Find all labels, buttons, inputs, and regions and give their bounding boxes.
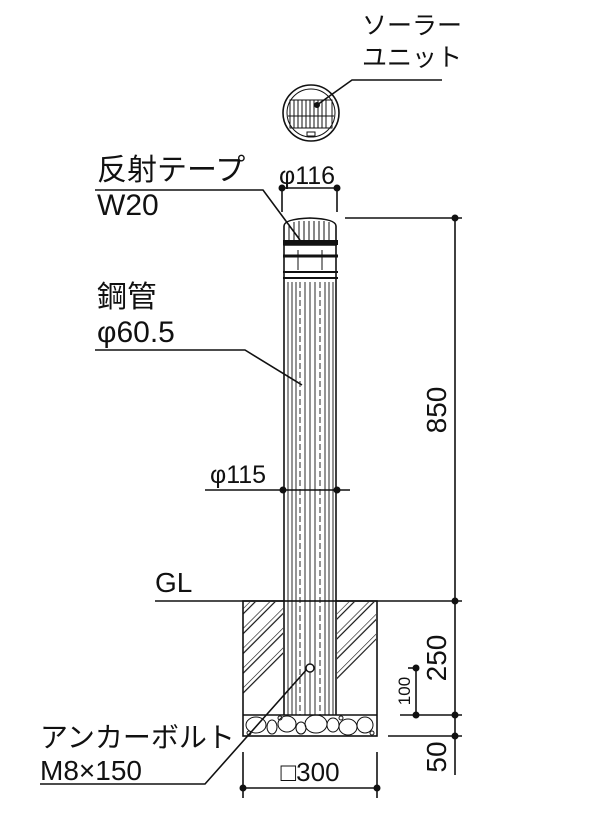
bollard-post <box>283 217 338 715</box>
depth-250-label: 250 <box>421 635 452 682</box>
steel-pipe-leader <box>95 349 303 386</box>
height-dimensions <box>345 214 462 775</box>
anchor-bolt-label-2: M8×150 <box>40 755 142 786</box>
gravel-bed <box>245 714 375 736</box>
anchor-bolt-marker <box>305 663 315 673</box>
reflective-tape-label-2: W20 <box>97 189 159 222</box>
reflective-tape-label-1: 反射テープ <box>97 154 245 187</box>
height-850-label: 850 <box>421 387 452 434</box>
solar-unit-icon <box>282 84 340 142</box>
anchor-bolt-label-1: アンカーボルト <box>40 722 235 753</box>
width-dimension <box>239 752 381 798</box>
cap-diameter-dimension <box>278 184 341 212</box>
anchor-bolt-leader <box>40 667 309 785</box>
body-diameter-dimension <box>205 486 350 494</box>
steel-pipe-label-2: φ60.5 <box>97 316 175 349</box>
depth-50-label: 50 <box>421 741 452 772</box>
solar-unit-label-2: ユニット <box>362 44 462 72</box>
body-diameter-label: φ115 <box>210 461 266 489</box>
cap-diameter-label: φ116 <box>279 162 335 190</box>
solar-unit-label-1: ソーラー <box>362 12 462 40</box>
steel-pipe-label-1: 鋼管 <box>97 281 157 314</box>
solar-unit-leader <box>316 79 442 106</box>
width-300-label: □300 <box>280 757 339 787</box>
depth-100-label: 100 <box>395 677 414 705</box>
reflective-tape-leader <box>95 189 301 241</box>
ground-level-label: GL <box>155 567 192 598</box>
